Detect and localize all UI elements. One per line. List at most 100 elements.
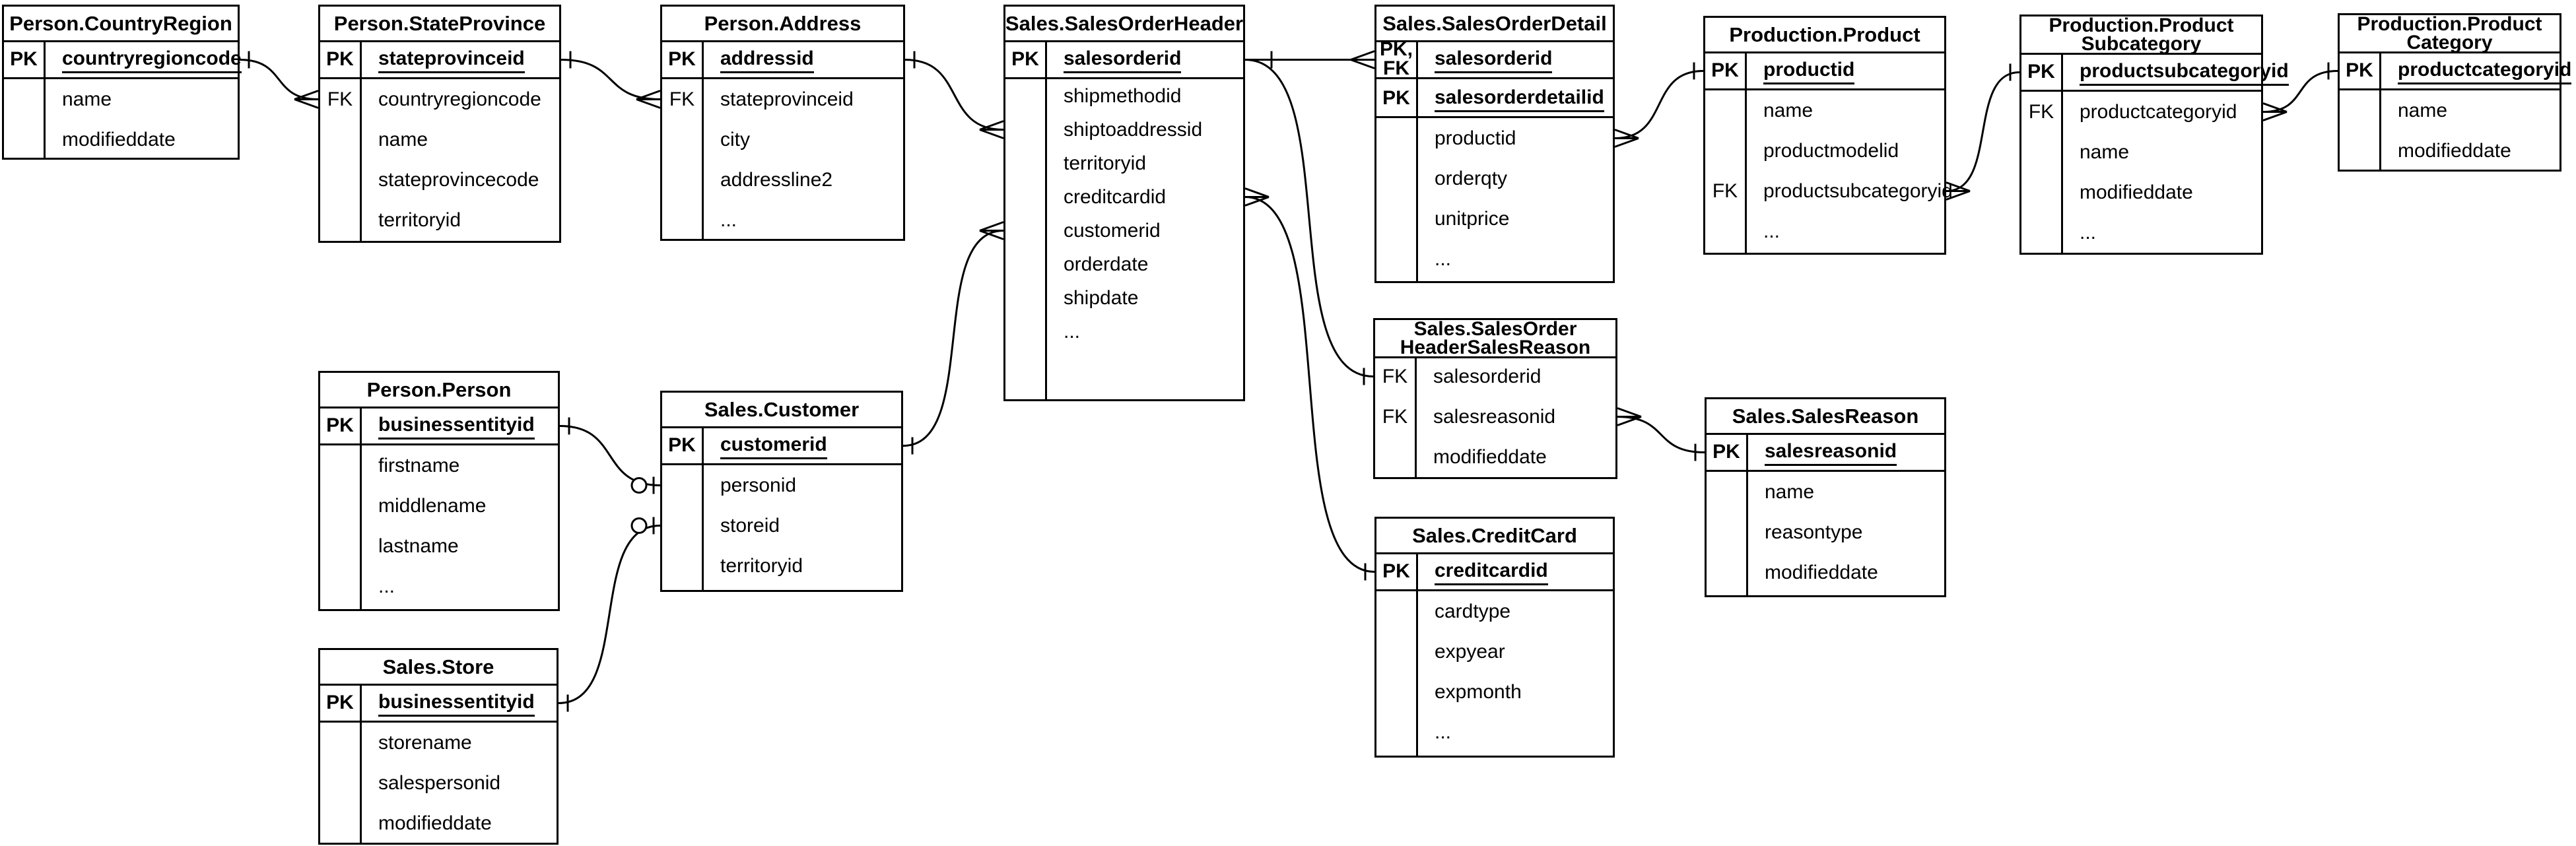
field-row-creditcardid[interactable]: creditcardid [1005, 180, 1243, 214]
table-title: Sales.Store [320, 650, 557, 686]
field-row-unitprice[interactable]: unitprice [1376, 199, 1613, 239]
field-row-expyear[interactable]: expyear [1376, 632, 1613, 672]
field-row-lastname[interactable]: lastname [320, 526, 558, 566]
table-title: Sales.CreditCard [1376, 519, 1613, 554]
relationship-salesorderheader-salesorderdetail[interactable] [1245, 50, 1375, 69]
field-row-salespersonid[interactable]: salespersonid [320, 763, 557, 803]
relationship-product-productsubcategory[interactable] [1946, 63, 2020, 201]
relationship-store-customer[interactable] [558, 517, 661, 712]
field-row-name[interactable]: name [2340, 90, 2559, 131]
field-row-modifieddate[interactable]: modifieddate [1375, 437, 1615, 477]
field-row-middlename[interactable]: middlename [320, 486, 558, 526]
field-row-...[interactable]: ... [1005, 315, 1243, 348]
key-column-divider [44, 40, 46, 158]
field-row-...[interactable]: ... [1376, 239, 1613, 279]
field-row-orderdate[interactable]: orderdate [1005, 247, 1243, 281]
field-name-cell: shipdate [1045, 287, 1243, 309]
relationship-salesorderheader-headersalesreason[interactable] [1244, 59, 1374, 385]
field-row-productid[interactable]: productid [1376, 118, 1613, 158]
field-row-modifieddate[interactable]: modifieddate [4, 119, 238, 160]
field-row-city[interactable]: city [662, 119, 903, 160]
key-column-divider [360, 684, 362, 843]
field-row-...[interactable]: ... [1705, 211, 1944, 251]
field-row-...[interactable]: ... [2021, 212, 2261, 253]
field-row-shiptoaddressid[interactable]: shiptoaddressid [1005, 113, 1243, 146]
field-row-...[interactable]: ... [1376, 712, 1613, 752]
field-row-...[interactable]: ... [662, 200, 903, 240]
field-row-storeid[interactable]: storeid [662, 505, 901, 546]
field-row-name[interactable]: name [320, 119, 559, 160]
field-row-expmonth[interactable]: expmonth [1376, 672, 1613, 712]
relationship-headersalesreason-salesreason[interactable] [1617, 407, 1705, 461]
field-row-storename[interactable]: storename [320, 723, 557, 763]
field-row-modifieddate[interactable]: modifieddate [320, 803, 557, 843]
field-row-territoryid[interactable]: territoryid [320, 200, 559, 240]
field-row-modifieddate[interactable]: modifieddate [2021, 172, 2261, 212]
field-row-name[interactable]: name [1707, 472, 1944, 512]
field-row-modifieddate[interactable]: modifieddate [1707, 552, 1944, 593]
relationship-salesorderdetail-product[interactable] [1614, 62, 1704, 148]
field-row-name[interactable]: name [2021, 132, 2261, 172]
field-row-shipdate[interactable]: shipdate [1005, 281, 1243, 315]
field-row-customerid[interactable]: customerid [1005, 214, 1243, 247]
field-row-...[interactable]: ... [320, 566, 558, 606]
relationship-creditcard-salesorderheader[interactable] [1244, 187, 1375, 581]
table-title-line: Person.StateProvince [333, 11, 546, 35]
field-row-modifieddate[interactable]: modifieddate [2340, 131, 2559, 171]
relationship-address-salesorderheader[interactable] [904, 51, 1004, 139]
field-row-reasontype[interactable]: reasontype [1707, 512, 1944, 552]
field-row-productmodelid[interactable]: productmodelid [1705, 131, 1944, 171]
relationship-stateprovince-address[interactable] [560, 51, 661, 109]
field-row-shipmethodid[interactable]: shipmethodid [1005, 79, 1243, 113]
field-row-firstname[interactable]: firstname [320, 445, 558, 486]
field-row-stateprovincecode[interactable]: stateprovincecode [320, 160, 559, 200]
field-row-name[interactable]: name [1705, 90, 1944, 131]
relationship-customer-salesorderheader[interactable] [902, 221, 1004, 455]
field-row-territoryid[interactable]: territoryid [1005, 146, 1243, 180]
field-row-name[interactable]: name [4, 79, 238, 119]
key-column-divider [1416, 40, 1418, 281]
field-row-territoryid[interactable]: territoryid [662, 546, 901, 586]
relationship-countryregion-stateprovince[interactable] [239, 51, 319, 109]
field-row-orderqty[interactable]: orderqty [1376, 158, 1613, 199]
field-row-cardtype[interactable]: cardtype [1376, 591, 1613, 632]
field-row-personid[interactable]: personid [662, 465, 901, 505]
field-row-addressline2[interactable]: addressline2 [662, 160, 903, 200]
relationship-person-customer[interactable] [559, 417, 661, 494]
